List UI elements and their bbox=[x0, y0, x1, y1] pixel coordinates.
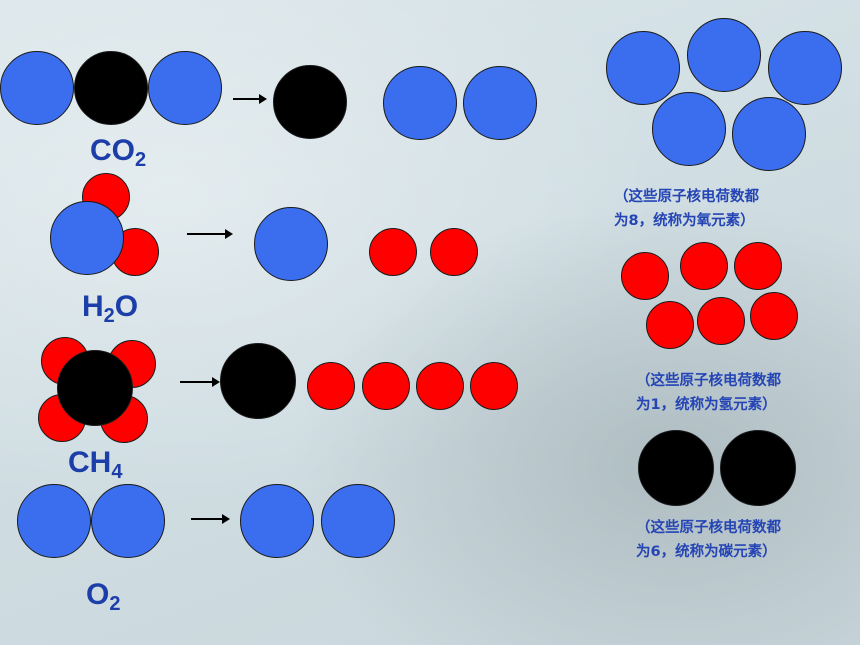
hydrogen-atom bbox=[697, 297, 745, 345]
note-line: 为1，统称为氢元素） bbox=[636, 397, 777, 413]
oxygen-atom bbox=[652, 92, 726, 166]
formula-subscript: 2 bbox=[135, 149, 147, 171]
hydrogen-atom bbox=[362, 362, 410, 410]
note-line: （这些原子核电荷数都 bbox=[636, 520, 781, 536]
reaction-arrow bbox=[187, 229, 233, 239]
note-line: （这些原子核电荷数都 bbox=[614, 189, 759, 205]
oxygen-atom bbox=[606, 31, 680, 105]
hydrogen-atom bbox=[680, 242, 728, 290]
formula-text: CH bbox=[68, 446, 112, 479]
oxygen-atom bbox=[0, 51, 74, 125]
oxygen-atom bbox=[91, 484, 165, 558]
oxygen-atom bbox=[50, 201, 124, 275]
carbon-atom bbox=[74, 51, 148, 125]
formula-subscript: 2 bbox=[103, 305, 115, 327]
formula-text: O bbox=[86, 578, 110, 611]
oxygen-atom bbox=[321, 484, 395, 558]
hydrogen-atom bbox=[621, 252, 669, 300]
carbon-atom bbox=[720, 430, 796, 506]
note-line: 为8，统称为氧元素） bbox=[614, 213, 755, 229]
hydrogen-atom bbox=[750, 292, 798, 340]
carbon-atom bbox=[220, 343, 296, 419]
formula-o2: O2 bbox=[86, 578, 121, 615]
oxygen-atom bbox=[17, 484, 91, 558]
oxygen-atom bbox=[732, 97, 806, 171]
reaction-arrow bbox=[233, 94, 267, 104]
oxygen-atom bbox=[148, 51, 222, 125]
carbon-atom bbox=[638, 430, 714, 506]
hydrogen-atom bbox=[470, 362, 518, 410]
formula-subscript: 2 bbox=[109, 593, 121, 615]
hydrogen-atom bbox=[416, 362, 464, 410]
hydrogen-element-note: （这些原子核电荷数都 为1，统称为氢元素） bbox=[636, 369, 781, 417]
hydrogen-atom bbox=[369, 228, 417, 276]
oxygen-atom bbox=[463, 66, 537, 140]
hydrogen-atom bbox=[646, 301, 694, 349]
hydrogen-atom bbox=[734, 242, 782, 290]
oxygen-atom bbox=[240, 484, 314, 558]
carbon-element-note: （这些原子核电荷数都 为6，统称为碳元素） bbox=[636, 516, 781, 564]
oxygen-atom bbox=[254, 207, 328, 281]
carbon-atom bbox=[57, 350, 133, 426]
oxygen-atom bbox=[383, 66, 457, 140]
carbon-atom bbox=[273, 65, 347, 139]
formula-ch4: CH4 bbox=[68, 446, 123, 483]
note-line: 为6，统称为碳元素） bbox=[636, 544, 777, 560]
formula-co2: CO2 bbox=[90, 134, 147, 171]
formula-text: H bbox=[82, 290, 104, 323]
hydrogen-atom bbox=[307, 362, 355, 410]
reaction-arrow bbox=[191, 514, 230, 524]
formula-h2o: H2O bbox=[82, 290, 139, 327]
oxygen-element-note: （这些原子核电荷数都 为8，统称为氧元素） bbox=[614, 185, 759, 233]
oxygen-atom bbox=[687, 18, 761, 92]
oxygen-atom bbox=[768, 31, 842, 105]
formula-text: CO bbox=[90, 134, 135, 167]
note-line: （这些原子核电荷数都 bbox=[636, 373, 781, 389]
reaction-arrow bbox=[180, 377, 220, 387]
formula-text: O bbox=[114, 290, 139, 323]
hydrogen-atom bbox=[430, 228, 478, 276]
formula-subscript: 4 bbox=[111, 461, 123, 483]
